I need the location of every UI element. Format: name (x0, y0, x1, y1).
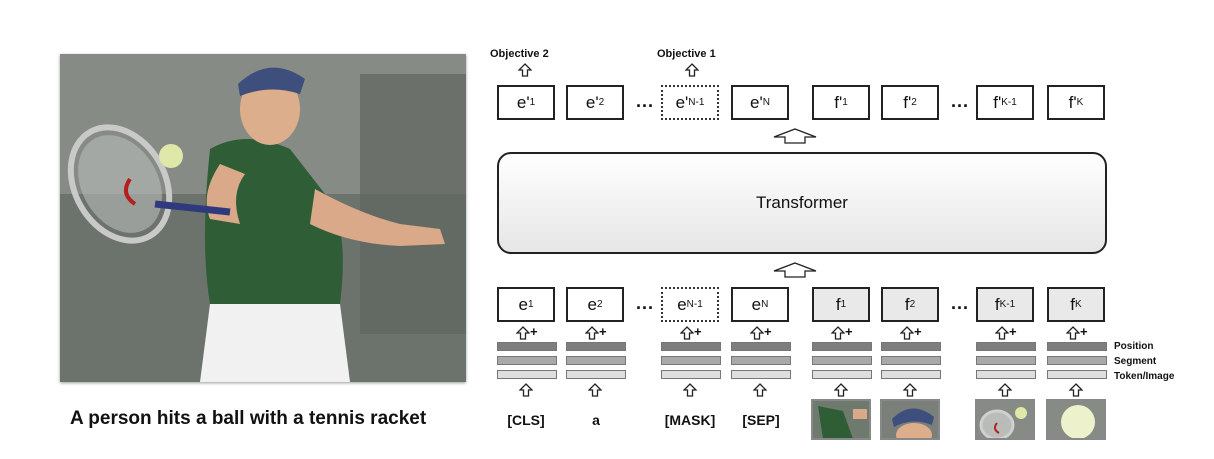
ellipsis: ... (636, 293, 655, 313)
output-token-e1: e'1 (497, 85, 555, 120)
ellipsis: ... (951, 293, 970, 313)
segment-bar (812, 356, 872, 365)
up-arrow-icon (773, 128, 817, 144)
token-bar (731, 370, 791, 379)
plus-icon: + (845, 324, 853, 339)
segment-bar (976, 356, 1036, 365)
plus-icon: + (694, 324, 702, 339)
input-word-a: a (592, 412, 600, 428)
segment-bar (497, 356, 557, 365)
token-bar (1047, 370, 1107, 379)
up-arrow-icon (900, 326, 914, 340)
token-bar (566, 370, 626, 379)
position-bar (661, 342, 721, 351)
position-bar (566, 342, 626, 351)
token-bar (976, 370, 1036, 379)
token-image-label: Token/Image (1114, 371, 1175, 382)
output-token-eN-1: e'N-1 (661, 85, 719, 120)
objective-1-label: Objective 1 (657, 48, 716, 60)
tennis-photo (60, 54, 466, 382)
position-bar (731, 342, 791, 351)
position-bar (1047, 342, 1107, 351)
position-bar (497, 342, 557, 351)
up-arrow-icon (585, 326, 599, 340)
plus-icon: + (1080, 324, 1088, 339)
up-arrow-icon (995, 326, 1009, 340)
segment-bar (566, 356, 626, 365)
up-arrow-icon (683, 383, 697, 397)
output-token-fK-1: f'K-1 (976, 85, 1034, 120)
up-arrow-icon (753, 383, 767, 397)
segment-bar (661, 356, 721, 365)
up-arrow-icon (903, 383, 917, 397)
plus-icon: + (1009, 324, 1017, 339)
segment-bar (1047, 356, 1107, 365)
ellipsis: ... (951, 91, 970, 111)
up-arrow-icon (834, 383, 848, 397)
ellipsis: ... (636, 91, 655, 111)
output-token-f1: f'1 (812, 85, 870, 120)
position-label: Position (1114, 341, 1154, 352)
plus-icon: + (764, 324, 772, 339)
input-word-mask: [MASK] (664, 412, 716, 428)
input-word-sep: [SEP] (742, 412, 780, 428)
image-patch-1 (811, 399, 871, 440)
input-word-cls: [CLS] (507, 412, 545, 428)
image-caption: A person hits a ball with a tennis racke… (70, 408, 427, 429)
up-arrow-icon (1069, 383, 1083, 397)
position-bar (812, 342, 872, 351)
plus-icon: + (599, 324, 607, 339)
up-arrow-icon (1066, 326, 1080, 340)
up-arrow-icon (773, 262, 817, 278)
up-arrow-icon (518, 63, 532, 77)
position-bar (976, 342, 1036, 351)
image-patch-3 (975, 399, 1035, 440)
up-arrow-icon (519, 383, 533, 397)
output-token-fK: f'K (1047, 85, 1105, 120)
token-bar (661, 370, 721, 379)
up-arrow-icon (685, 63, 699, 77)
up-arrow-icon (680, 326, 694, 340)
transformer-block: Transformer (497, 152, 1107, 254)
up-arrow-icon (516, 326, 530, 340)
segment-bar (731, 356, 791, 365)
segment-bar (881, 356, 941, 365)
image-patch-2 (880, 399, 940, 440)
plus-icon: + (914, 324, 922, 339)
up-arrow-icon (831, 326, 845, 340)
up-arrow-icon (588, 383, 602, 397)
position-bar (881, 342, 941, 351)
output-token-f2: f'2 (881, 85, 939, 120)
image-patch-4 (1046, 399, 1106, 440)
token-bar (881, 370, 941, 379)
objective-2-label: Objective 2 (490, 48, 549, 60)
segment-label: Segment (1114, 356, 1157, 367)
plus-icon: + (530, 324, 538, 339)
up-arrow-icon (750, 326, 764, 340)
token-bar (812, 370, 872, 379)
token-bar (497, 370, 557, 379)
output-token-e2: e'2 (566, 85, 624, 120)
output-token-eN: e'N (731, 85, 789, 120)
up-arrow-icon (998, 383, 1012, 397)
